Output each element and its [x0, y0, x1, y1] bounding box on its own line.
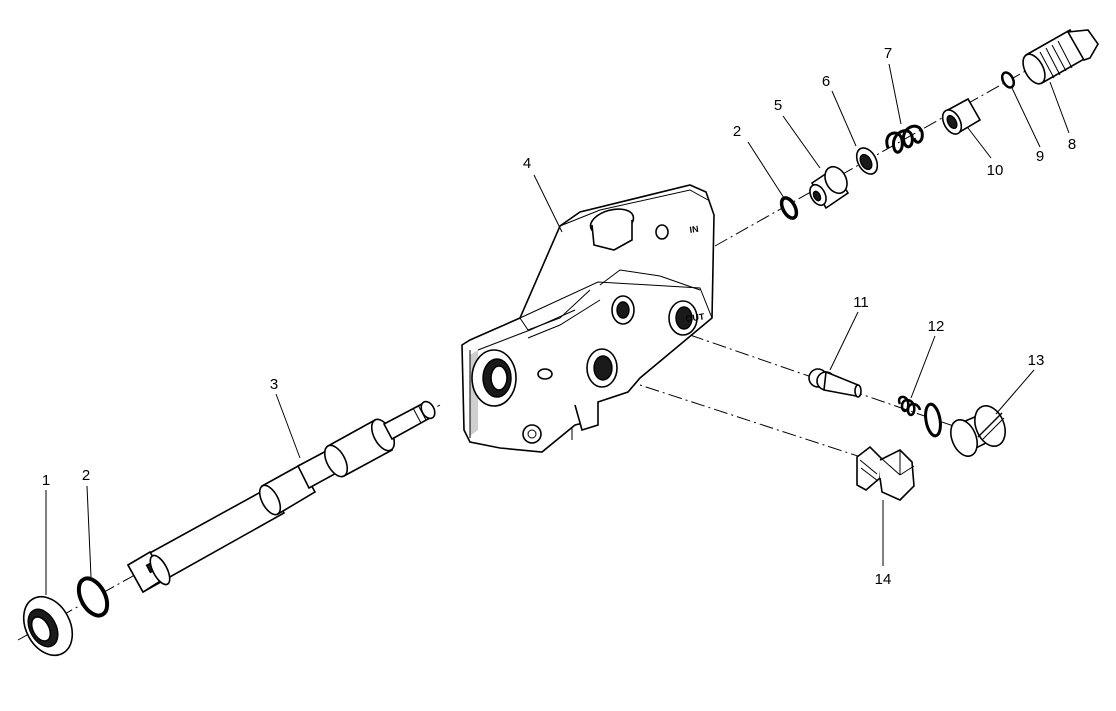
callout-8: 8: [1068, 136, 1076, 153]
part-2-o-ring-lower: [76, 576, 110, 618]
callout-7: 7: [884, 45, 892, 62]
part-7-spring: [885, 124, 924, 154]
relief-axis-line: [714, 59, 1046, 247]
inlet-marking: IN: [689, 224, 699, 235]
callout-14: 14: [875, 571, 892, 588]
callout-12: 12: [928, 318, 945, 335]
part-5-valve-seat: [809, 165, 850, 210]
callout-13: 13: [1028, 352, 1045, 369]
callout-11: 11: [853, 294, 869, 311]
part-13-slotted-plug: [949, 405, 1006, 457]
callout-2-lower: 2: [82, 467, 90, 484]
callout-9: 9: [1036, 148, 1044, 165]
callout-4: 4: [523, 155, 531, 172]
part-3-spool: [126, 400, 436, 594]
callout-3: 3: [270, 376, 278, 393]
callout-6: 6: [822, 73, 830, 90]
part-12-spring: [897, 395, 942, 438]
callout-5: 5: [774, 97, 782, 114]
part-8-adjusting-screw: [1022, 28, 1099, 85]
part-9-circlip: [1000, 71, 1016, 89]
callout-10: 10: [987, 162, 1004, 179]
outlet-marking: OUT: [685, 311, 706, 324]
part-4-valve-body: IN OUT: [461, 184, 715, 453]
part-6-washer: [855, 147, 879, 175]
callouts: 1 2 3 4 2 5 6 7 8 9 10 11 12 13 14: [42, 45, 1076, 588]
part-10-sleeve: [941, 97, 982, 135]
part-14-hex-plug: [856, 445, 915, 501]
leader-lines: [45, 63, 1070, 595]
callout-1: 1: [42, 472, 50, 489]
part-11-poppet: [808, 368, 862, 398]
part-2-o-ring-upper: [779, 196, 799, 220]
callout-2-upper: 2: [733, 123, 741, 140]
part-1-seal-washer: [22, 595, 74, 657]
